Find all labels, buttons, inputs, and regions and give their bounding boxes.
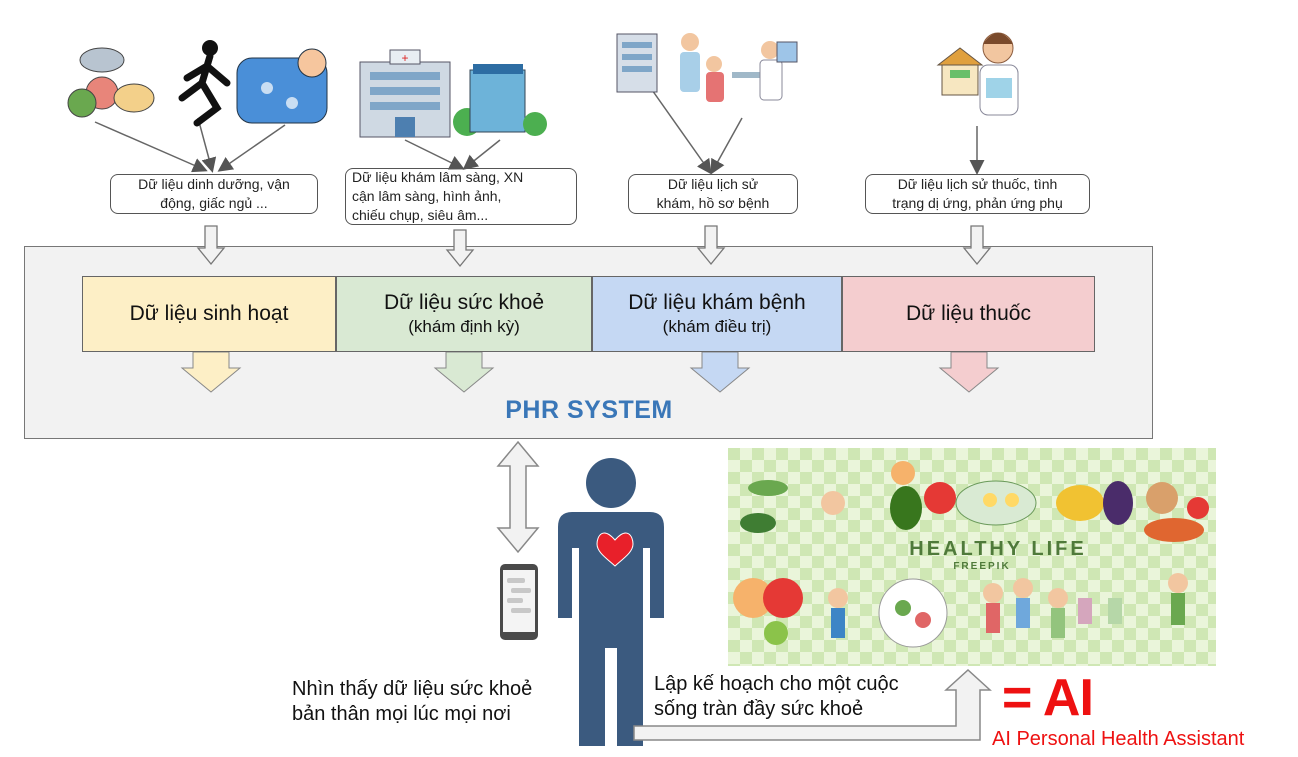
category-exam: Dữ liệu khám bệnh (khám điều trị) [592, 276, 842, 352]
category-exam-subtitle: (khám điều trị) [662, 317, 772, 336]
sync-arrow [496, 440, 540, 554]
phone-icon [500, 564, 538, 640]
source-box-history: Dữ liệu lịch sử khám, hồ sơ bệnh [628, 174, 798, 214]
source-clinical-line1: Dữ liệu khám lâm sàng, XN [352, 169, 524, 185]
caption-view-data: Nhìn thấy dữ liệu sức khoẻ bản thân mọi … [292, 677, 532, 727]
caption-view-line1: Nhìn thấy dữ liệu sức khoẻ [292, 678, 533, 700]
svg-text:+: + [401, 51, 408, 65]
source-lifestyle-line1: Dữ liệu dinh dưỡng, vận [138, 176, 290, 192]
plan-arrow [633, 668, 992, 741]
source-box-medication: Dữ liệu lịch sử thuốc, tình trạng dị ứng,… [865, 174, 1090, 214]
person-icon [558, 458, 664, 746]
pharmacist-illustration [930, 20, 1030, 125]
category-arrow-lifestyle [180, 351, 242, 393]
lifestyle-illustration [62, 38, 342, 128]
category-lifestyle: Dữ liệu sinh hoạt [82, 276, 336, 352]
category-health-title: Dữ liệu sức khoẻ [383, 291, 544, 314]
source-clinical-line3: chiếu chụp, siêu âm... [352, 207, 489, 223]
source-lifestyle-line2: động, giấc ngủ ... [160, 195, 268, 211]
category-medicine: Dữ liệu thuốc [842, 276, 1095, 352]
poster-title: HEALTHY LIFE [909, 538, 1086, 560]
clinic-visit-illustration [612, 22, 802, 122]
category-arrow-exam [689, 351, 751, 393]
caption-view-line2: bản thân mọi lúc mọi nơi [292, 703, 511, 725]
down-arrow-2 [445, 229, 475, 268]
healthy-life-poster: HEALTHY LIFE FREEPIK [728, 448, 1216, 666]
source-history-line2: khám, hồ sơ bệnh [656, 195, 770, 211]
source-history-line1: Dữ liệu lịch sử [667, 176, 759, 192]
category-medicine-title: Dữ liệu thuốc [906, 302, 1031, 325]
connector-run [197, 117, 217, 173]
caption-plan-line2: sống tràn đầy sức khoẻ [654, 698, 864, 720]
source-medication-line1: Dữ liệu lịch sử thuốc, tình [897, 176, 1058, 192]
caption-plan: Lập kế hoạch cho một cuộc sống tràn đầy … [654, 672, 899, 722]
source-box-clinical: Dữ liệu khám lâm sàng, XN cận lâm sàng, h… [345, 168, 577, 225]
category-exam-title: Dữ liệu khám bệnh [628, 291, 806, 314]
source-clinical-line2: cận lâm sàng, hình ảnh, [352, 188, 502, 204]
source-box-lifestyle: Dữ liệu dinh dưỡng, vận động, giấc ngủ ..… [110, 174, 318, 214]
ai-subtitle: AI Personal Health Assistant [992, 728, 1245, 750]
connector-hosp2 [644, 79, 712, 175]
category-lifestyle-title: Dữ liệu sinh hoạt [129, 302, 289, 325]
category-health: Dữ liệu sức khoẻ (khám định kỳ) [336, 276, 592, 352]
hospital-illustration: + [355, 42, 555, 142]
connector-clinic [462, 139, 501, 170]
down-arrow-4 [962, 225, 992, 266]
connector-doctor [710, 117, 743, 175]
connector-sleep [217, 124, 286, 172]
poster-subtitle: FREEPIK [953, 561, 1010, 572]
category-arrow-medicine [938, 351, 1000, 393]
category-arrow-health [433, 351, 495, 393]
phr-system-label: PHR SYSTEM [505, 396, 673, 424]
heart-icon [596, 532, 634, 567]
down-arrow-3 [696, 225, 726, 266]
connector-food [94, 121, 208, 173]
caption-plan-line1: Lập kế hoạch cho một cuộc [654, 673, 899, 695]
connector-hospital [404, 139, 465, 170]
ai-label: = AI [1002, 669, 1094, 727]
category-health-subtitle: (khám định kỳ) [408, 317, 520, 336]
source-medication-line2: trạng dị ứng, phản ứng phụ [892, 195, 1063, 211]
down-arrow-1 [196, 225, 226, 266]
